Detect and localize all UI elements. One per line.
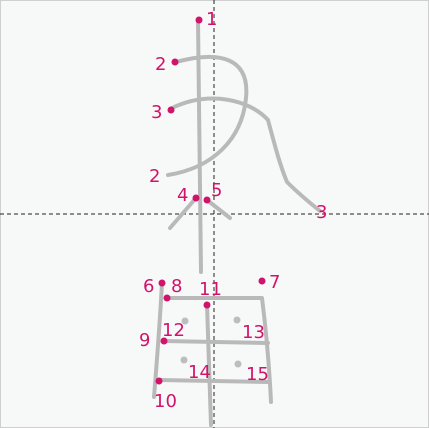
start-dot-5 bbox=[203, 196, 211, 204]
stroke-11 bbox=[205, 302, 213, 427]
stroke-1 bbox=[196, 18, 203, 274]
start-dot-8 bbox=[163, 294, 171, 302]
label-2b: 2 bbox=[149, 166, 160, 187]
start-dot-3 bbox=[167, 106, 175, 114]
label-15: 15 bbox=[246, 364, 269, 385]
stroke-7-8 bbox=[165, 296, 273, 404]
label-14: 14 bbox=[188, 362, 211, 383]
hint-dot-14 bbox=[180, 356, 188, 364]
start-dot-10 bbox=[155, 377, 163, 385]
character-strokes bbox=[152, 18, 322, 427]
hint-dot-12 bbox=[181, 317, 189, 325]
label-9: 9 bbox=[139, 330, 150, 351]
start-dot-11 bbox=[203, 301, 211, 309]
stroke-10 bbox=[157, 378, 270, 384]
start-dot-6 bbox=[158, 279, 166, 287]
start-dot-9 bbox=[160, 337, 168, 345]
stroke-6 bbox=[152, 281, 164, 399]
order-labels: 1 2 3 2 4 5 3 6 8 7 11 9 12 13 14 15 10 bbox=[139, 9, 327, 412]
stroke-4 bbox=[168, 196, 198, 230]
stroke-2 bbox=[166, 54, 249, 177]
stroke-5 bbox=[205, 198, 232, 220]
hint-dots bbox=[180, 316, 242, 368]
hint-dot-13 bbox=[233, 316, 241, 324]
label-10: 10 bbox=[154, 391, 177, 412]
label-12: 12 bbox=[162, 320, 185, 341]
start-dots bbox=[155, 16, 266, 385]
stroke-3 bbox=[170, 96, 322, 213]
start-dot-2 bbox=[171, 58, 179, 66]
label-8: 8 bbox=[171, 276, 182, 297]
label-6: 6 bbox=[143, 276, 154, 297]
label-3b: 3 bbox=[316, 202, 327, 223]
stroke-9 bbox=[162, 339, 270, 345]
label-5: 5 bbox=[211, 180, 222, 201]
label-7: 7 bbox=[269, 272, 280, 293]
start-dot-1 bbox=[195, 16, 203, 24]
start-dot-4 bbox=[192, 194, 200, 202]
hint-dot-15 bbox=[234, 360, 242, 368]
label-11: 11 bbox=[199, 279, 222, 300]
label-1: 1 bbox=[206, 9, 217, 30]
label-4: 4 bbox=[177, 185, 188, 206]
start-dot-7 bbox=[258, 277, 266, 285]
label-2: 2 bbox=[155, 54, 166, 75]
label-3: 3 bbox=[151, 102, 162, 123]
label-13: 13 bbox=[242, 322, 265, 343]
